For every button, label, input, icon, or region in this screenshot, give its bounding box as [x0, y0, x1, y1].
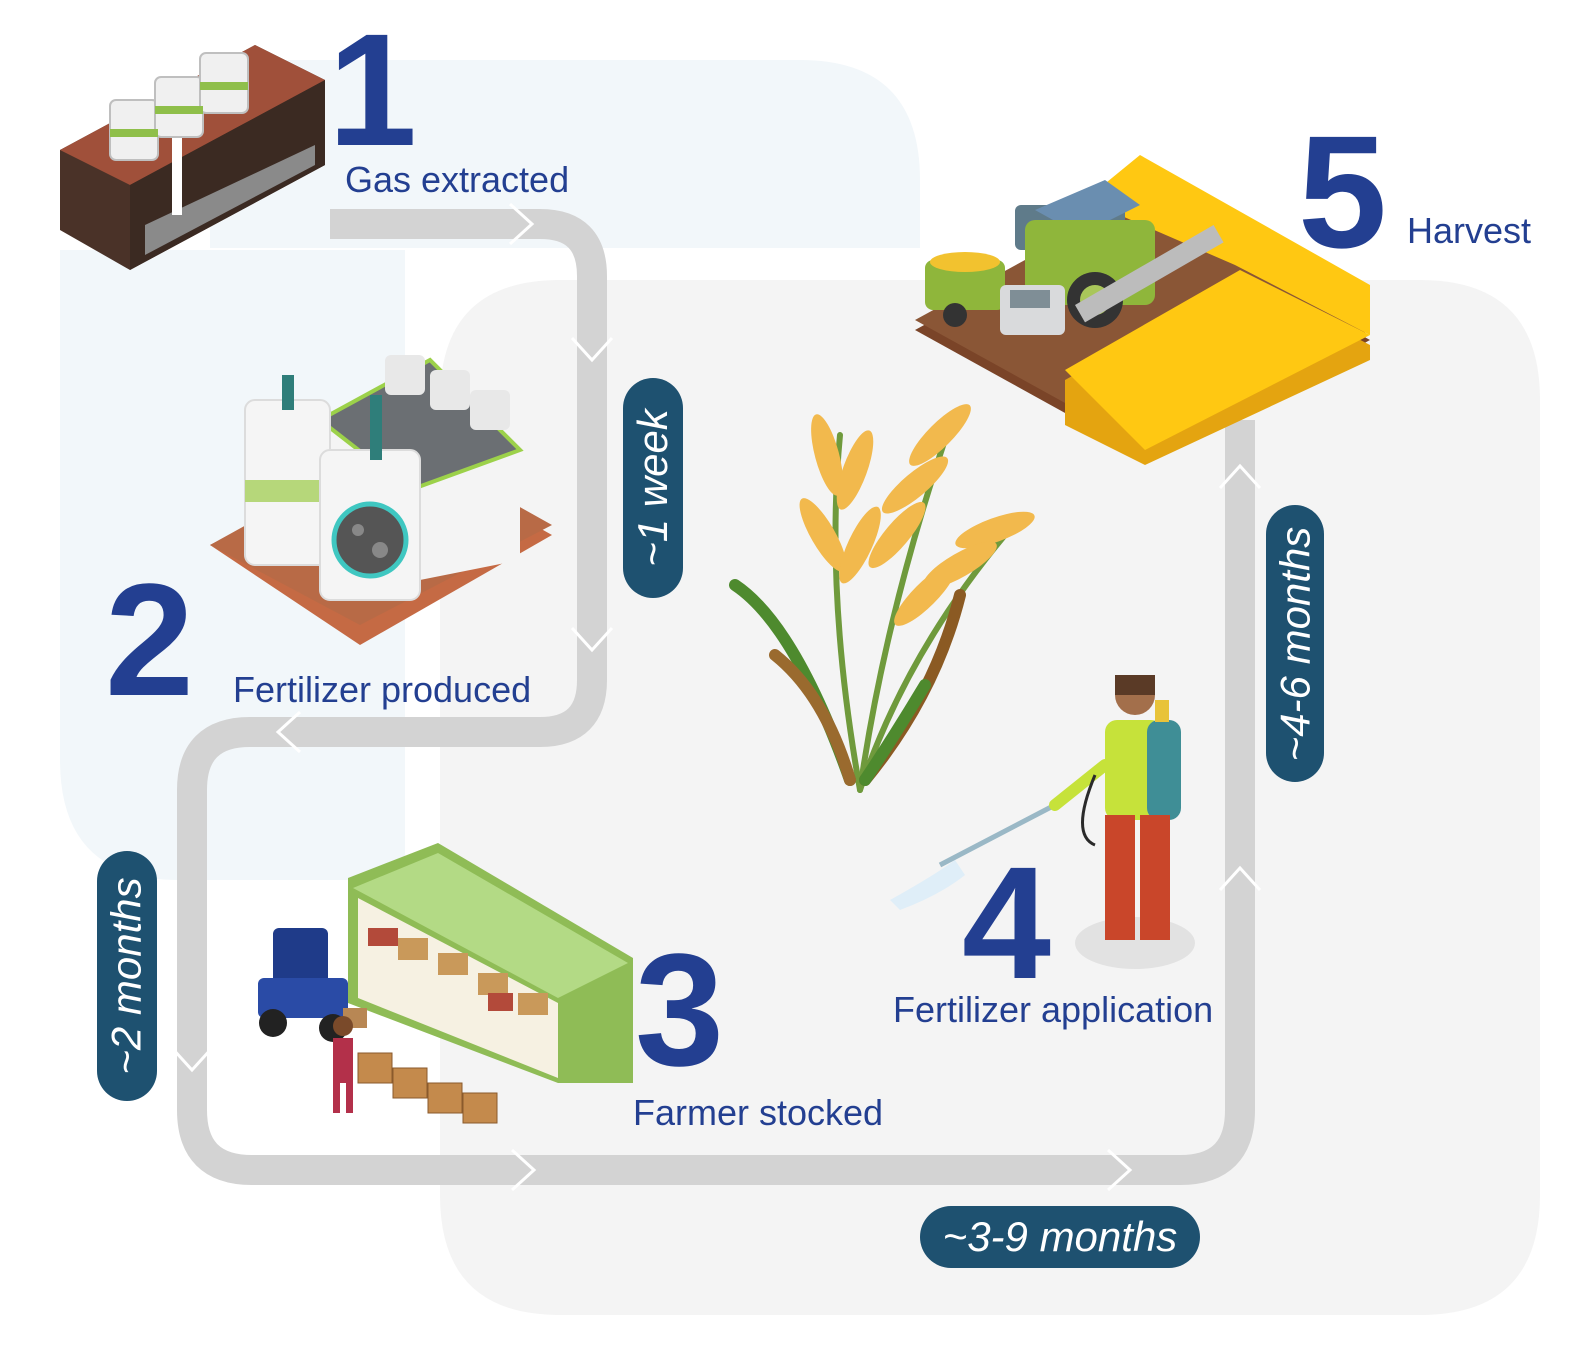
flow-chevrons [170, 202, 1262, 1192]
step-label-3: Farmer stocked [633, 1092, 884, 1133]
duration-text-2-months: ~2 months [103, 877, 151, 1075]
step-number-1: 1 [328, 0, 417, 179]
duration-pill-3-9-months: ~3-9 months [920, 1206, 1200, 1268]
step-number-2: 2 [105, 550, 194, 729]
step-label-5: Harvest [1407, 210, 1532, 251]
duration-text-4-6-months: ~4-6 months [1271, 526, 1319, 761]
warehouse-forklift-icon [258, 843, 633, 1124]
top-panel [210, 60, 920, 248]
farmer-sprayer-icon [890, 675, 1195, 969]
step-label-4: Fertilizer application [893, 989, 1214, 1030]
duration-pill-2-months: ~2 months [97, 851, 157, 1101]
step-label-1: Gas extracted [345, 159, 570, 200]
factory-icon [210, 355, 552, 645]
combine-harvester-icon [915, 155, 1370, 465]
wheat-plant-icon [729, 404, 1035, 793]
duration-text-3-9-months: ~3-9 months [942, 1213, 1178, 1260]
step-number-3: 3 [635, 920, 724, 1099]
duration-text-1-week: ~1 week [629, 409, 677, 567]
gas-well-icon [60, 45, 325, 270]
duration-pill-1-week: ~1 week [623, 378, 683, 598]
step-number-4: 4 [962, 833, 1051, 1012]
step-label-2: Fertilizer produced [233, 669, 532, 710]
main-grey-panel [440, 280, 1540, 1315]
flow-path-1-2 [177, 209, 1255, 1185]
duration-pill-4-6-months: ~4-6 months [1266, 505, 1324, 782]
step-number-5: 5 [1298, 102, 1387, 281]
